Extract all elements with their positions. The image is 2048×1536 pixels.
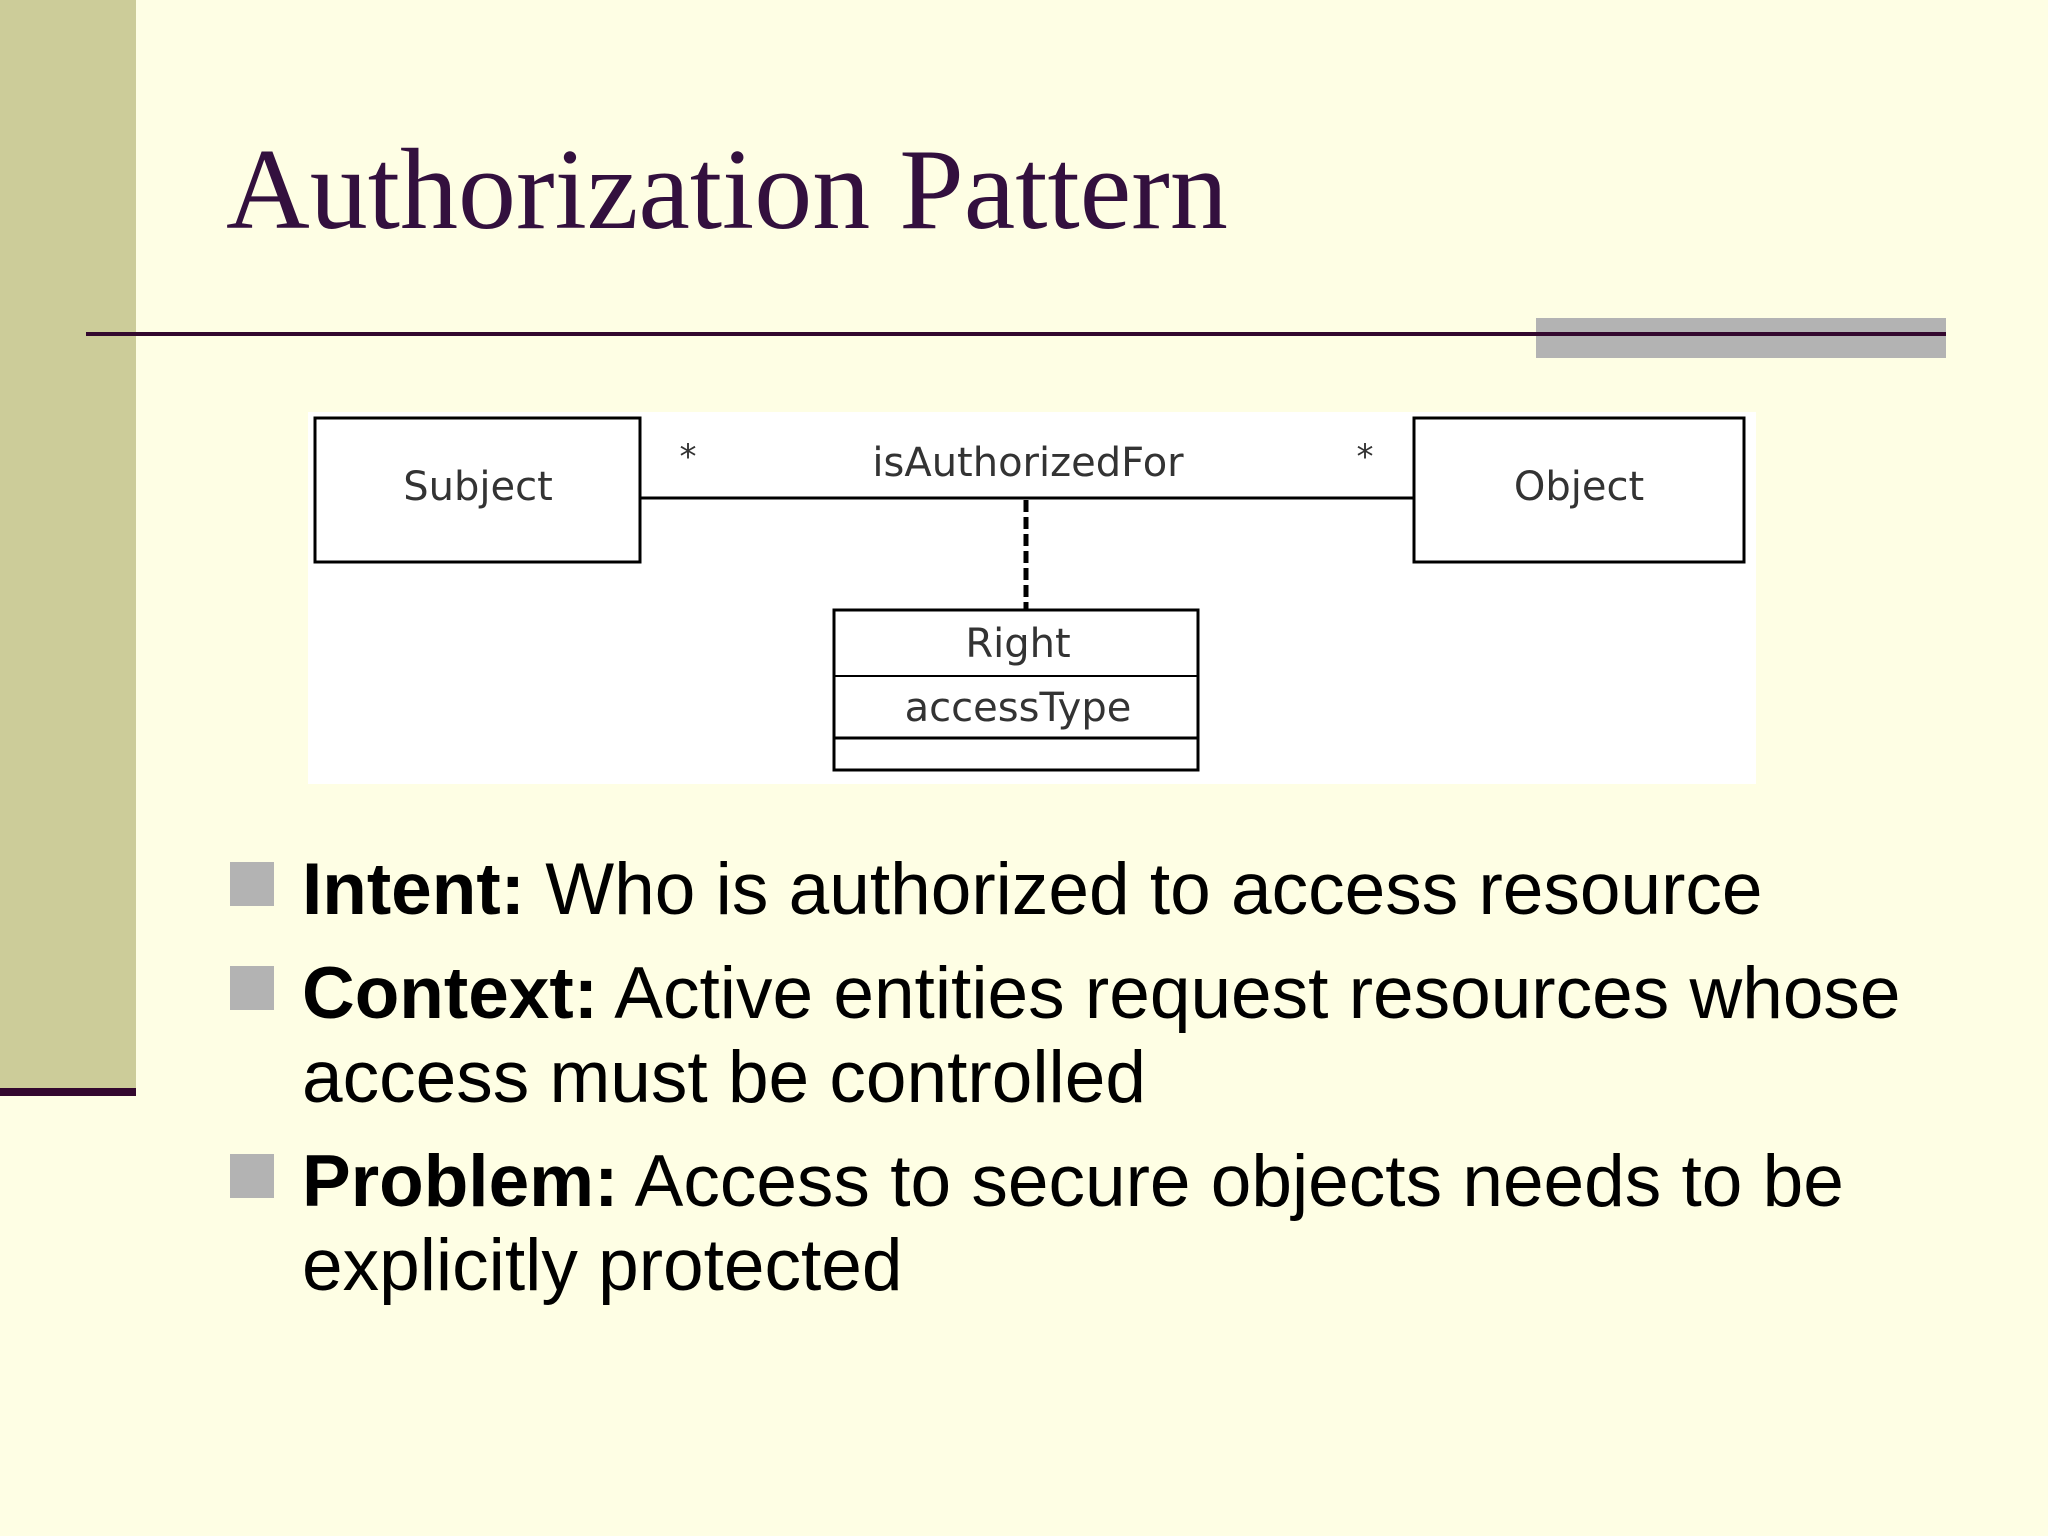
title-rule: [86, 332, 1946, 336]
right-class-box: [832, 608, 1200, 772]
right-class-attribute: accessType: [905, 685, 1132, 731]
bullet-problem: Problem: Access to secure objects needs …: [230, 1140, 2020, 1308]
square-bullet-icon: [230, 862, 274, 906]
object-class-box: [1412, 416, 1746, 564]
square-bullet-icon: [230, 1154, 274, 1198]
association-label: isAuthorizedFor: [872, 440, 1184, 486]
title-accent-bar: [1536, 318, 1946, 358]
subject-class-box: [313, 416, 642, 564]
uml-diagram: Subject Object * * isAuthorizedFor Right…: [308, 412, 1756, 784]
bullet-text: Active entities request resources whose …: [302, 953, 1901, 1118]
subject-multiplicity: *: [680, 437, 697, 477]
bullet-list: Intent: Who is authorized to access reso…: [230, 848, 2020, 1328]
bullet-term: Problem:: [302, 1141, 619, 1222]
subject-class-label: Subject: [403, 464, 553, 510]
side-bar: [0, 0, 136, 1092]
bullet-context: Context: Active entities request resourc…: [230, 952, 2020, 1120]
uml-diagram-svg: Subject Object * * isAuthorizedFor Right…: [313, 416, 1746, 772]
right-class-name: Right: [965, 621, 1070, 667]
object-multiplicity: *: [1357, 437, 1374, 477]
bullet-text: Access to secure objects needs to be exp…: [302, 1141, 1844, 1306]
side-bar-rule: [0, 1088, 136, 1096]
bullet-intent: Intent: Who is authorized to access reso…: [230, 848, 2020, 932]
bullet-term: Context:: [302, 953, 599, 1034]
bullet-term: Intent:: [302, 849, 525, 930]
object-class-label: Object: [1514, 464, 1644, 510]
slide-title: Authorization Pattern: [226, 126, 1228, 254]
square-bullet-icon: [230, 966, 274, 1010]
bullet-text: Who is authorized to access resource: [525, 849, 1763, 930]
